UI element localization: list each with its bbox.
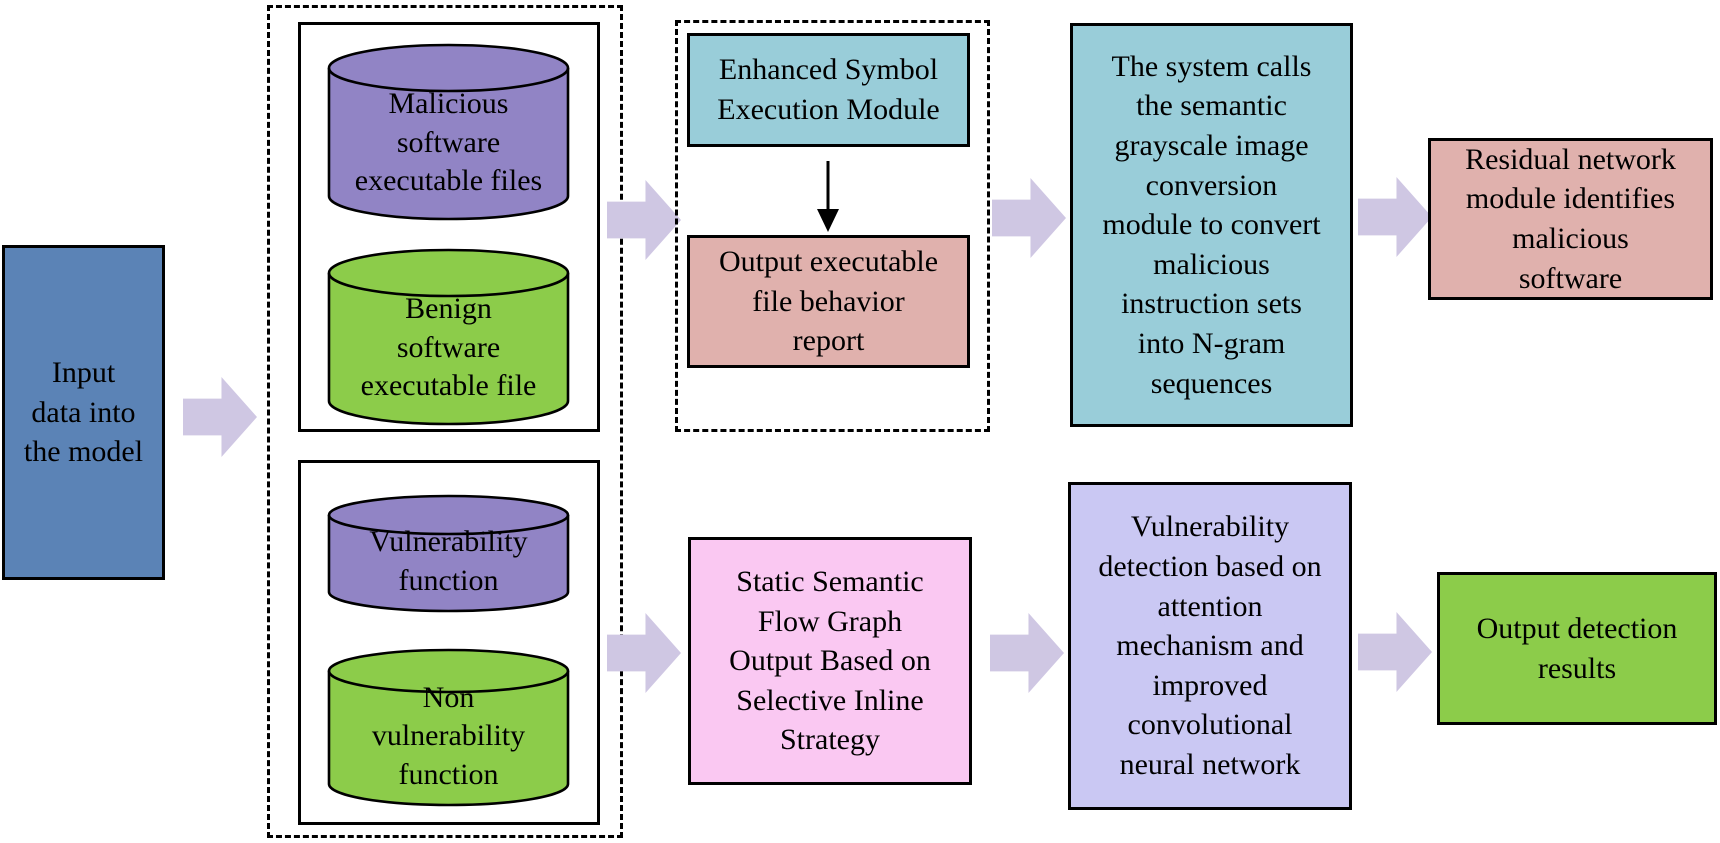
benign-executables-db: Benign software executable file xyxy=(327,248,570,426)
flow-graph-box: Static Semantic Flow Graph Output Based … xyxy=(688,537,972,785)
enhanced-symbol-execution-box: Enhanced Symbol Execution Module xyxy=(687,33,970,147)
database-cylinder-icon xyxy=(327,648,570,807)
non-vulnerability-function-db: Non vulnerability function xyxy=(327,648,570,807)
arrow-report-to-ngram-icon xyxy=(992,178,1066,258)
symbol-execution-group xyxy=(675,20,990,432)
dataset-group-container xyxy=(267,5,623,838)
arrow-flow-graph-to-cnn-icon xyxy=(990,613,1064,693)
db-label: Non vulnerability function xyxy=(371,680,526,791)
output-results-box: Output detection results xyxy=(1437,572,1717,725)
db-label: Benign software executable file xyxy=(360,292,537,403)
residual-network-box: Residual network module identifies malic… xyxy=(1428,138,1713,300)
attention-cnn-box: Vulnerability detection based on attenti… xyxy=(1068,482,1352,810)
arrow-cnn-to-output-icon xyxy=(1358,612,1432,692)
db-label: Vulnerability function xyxy=(369,525,528,597)
database-cylinder-icon xyxy=(327,43,570,221)
malicious-executables-db: Malicious software executable files xyxy=(327,43,570,221)
database-cylinder-icon xyxy=(327,248,570,426)
arrow-ngram-to-residual-icon xyxy=(1358,177,1432,257)
input-data-box: Input data into the model xyxy=(2,245,165,580)
database-cylinder-icon xyxy=(327,494,570,613)
vulnerability-function-db: Vulnerability function xyxy=(327,494,570,613)
db-label: Malicious software executable files xyxy=(354,87,543,198)
down-arrow-icon xyxy=(817,161,839,232)
behavior-report-box: Output executable file behavior report xyxy=(687,235,970,368)
ngram-conversion-box: The system calls the semantic grayscale … xyxy=(1070,23,1353,427)
arrow-input-to-datasets-icon xyxy=(183,377,257,457)
